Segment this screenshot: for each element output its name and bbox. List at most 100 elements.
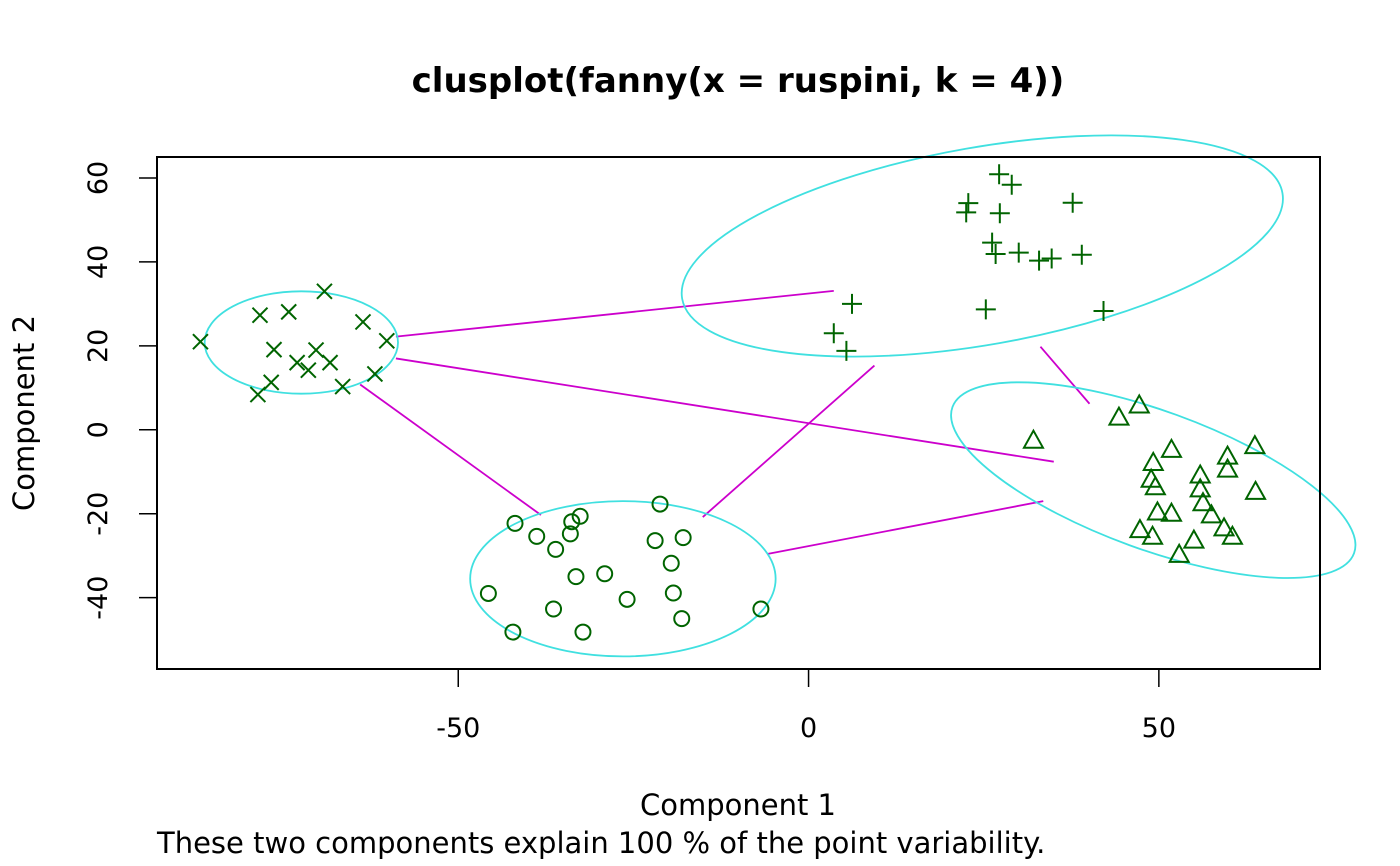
y-tick-label: -40 — [83, 576, 114, 620]
data-point-cross — [300, 361, 317, 379]
cluster-4-ellipse — [469, 500, 777, 658]
data-point-circle — [674, 529, 692, 547]
data-point-circle — [567, 568, 585, 586]
y-tick-label: 0 — [83, 421, 114, 438]
data-point-triangle — [1244, 479, 1267, 500]
data-point-circle — [752, 600, 770, 618]
data-point-circle — [563, 513, 581, 531]
data-point-plus — [956, 202, 977, 223]
data-point-circle — [528, 527, 546, 545]
x-tick-label: 0 — [800, 713, 817, 744]
cluster-1-points — [192, 283, 396, 403]
cluster-3-points — [1022, 393, 1267, 563]
cluster-connection-line — [767, 500, 1044, 555]
x-tick-label: -50 — [436, 713, 480, 744]
cluster-connection-line — [1039, 346, 1091, 405]
data-point-plus — [989, 164, 1010, 185]
variability-note: These two components explain 100 % of th… — [156, 826, 1045, 860]
data-point-triangle — [1160, 437, 1183, 458]
cluster-2-ellipse — [680, 134, 1284, 358]
data-point-triangle — [1216, 457, 1239, 478]
data-point-triangle — [1160, 501, 1183, 522]
cluster-1-ellipse — [203, 290, 399, 395]
data-point-triangle — [1022, 428, 1045, 449]
y-axis-label: Component 2 — [7, 315, 41, 511]
data-point-circle — [673, 610, 691, 628]
data-point-circle — [651, 495, 669, 513]
data-point-circle — [571, 507, 589, 525]
data-point-triangle — [1128, 393, 1151, 414]
data-point-triangle — [1141, 524, 1164, 545]
data-point-plus — [1029, 250, 1050, 271]
data-point-triangle — [1221, 524, 1244, 545]
data-point-triangle — [1188, 463, 1212, 484]
cluster-connection-line — [359, 383, 542, 516]
data-point-plus — [1093, 301, 1114, 322]
data-point-circle — [574, 623, 592, 641]
data-point-cross — [307, 341, 325, 359]
cluster-connection-line — [395, 357, 1054, 463]
data-point-plus — [958, 193, 979, 214]
data-point-cross — [378, 332, 396, 350]
y-tick-label: 40 — [83, 245, 114, 279]
plot-content — [192, 134, 1357, 658]
data-point-plus — [985, 243, 1006, 264]
data-point-triangle — [1144, 475, 1167, 496]
data-point-cross — [192, 333, 209, 350]
data-point-triangle — [1142, 450, 1165, 471]
data-point-circle — [662, 554, 680, 572]
data-point-cross — [288, 354, 306, 371]
cluster-connection-line — [395, 289, 834, 338]
data-point-plus — [823, 323, 844, 344]
chart-title: clusplot(fanny(x = ruspini, k = 4)) — [412, 61, 1065, 101]
cluster-2-points — [823, 164, 1114, 361]
data-point-cross — [366, 365, 384, 383]
data-point-plus — [1001, 174, 1022, 195]
data-point-cross — [265, 341, 283, 358]
data-point-plus — [1071, 244, 1092, 265]
data-point-plus — [1041, 248, 1062, 269]
data-point-circle — [479, 584, 497, 602]
data-point-cross — [354, 313, 372, 331]
data-point-plus — [1008, 242, 1029, 263]
cluster-connection-line — [702, 364, 876, 518]
y-tick-label: -20 — [83, 492, 114, 536]
data-point-triangle — [1243, 434, 1267, 455]
x-axis-label: Component 1 — [640, 788, 836, 822]
data-point-cross — [334, 378, 351, 395]
data-point-triangle — [1107, 405, 1131, 426]
data-point-plus — [975, 299, 996, 320]
data-point-circle — [664, 584, 682, 602]
data-point-circle — [646, 532, 664, 550]
data-point-circle — [596, 565, 614, 583]
data-point-circle — [561, 525, 579, 543]
data-point-triangle — [1216, 444, 1239, 465]
data-point-cross — [262, 374, 280, 391]
data-point-cross — [251, 307, 269, 324]
data-point-circle — [506, 514, 524, 532]
data-point-triangle — [1128, 518, 1152, 539]
data-point-plus — [1062, 192, 1083, 213]
data-point-triangle — [1146, 500, 1169, 521]
data-point-cross — [280, 303, 297, 321]
data-point-circle — [545, 600, 563, 618]
x-axis: -50 0 50 — [436, 668, 1176, 744]
data-point-circle — [504, 623, 522, 641]
y-tick-label: 20 — [83, 329, 114, 363]
data-point-cross — [249, 386, 267, 403]
cluster-4-points — [479, 495, 770, 641]
data-point-circle — [547, 540, 565, 558]
data-point-triangle — [1200, 503, 1223, 524]
data-point-triangle — [1212, 516, 1236, 537]
data-point-triangle — [1182, 528, 1206, 549]
data-point-plus — [836, 340, 857, 361]
data-point-plus — [989, 203, 1010, 224]
data-point-circle — [618, 590, 636, 608]
data-point-triangle — [1191, 491, 1215, 512]
data-point-triangle — [1167, 542, 1191, 563]
cluster-3-ellipse — [950, 381, 1357, 579]
x-tick-label: 50 — [1142, 713, 1176, 744]
data-point-cross — [316, 283, 333, 300]
